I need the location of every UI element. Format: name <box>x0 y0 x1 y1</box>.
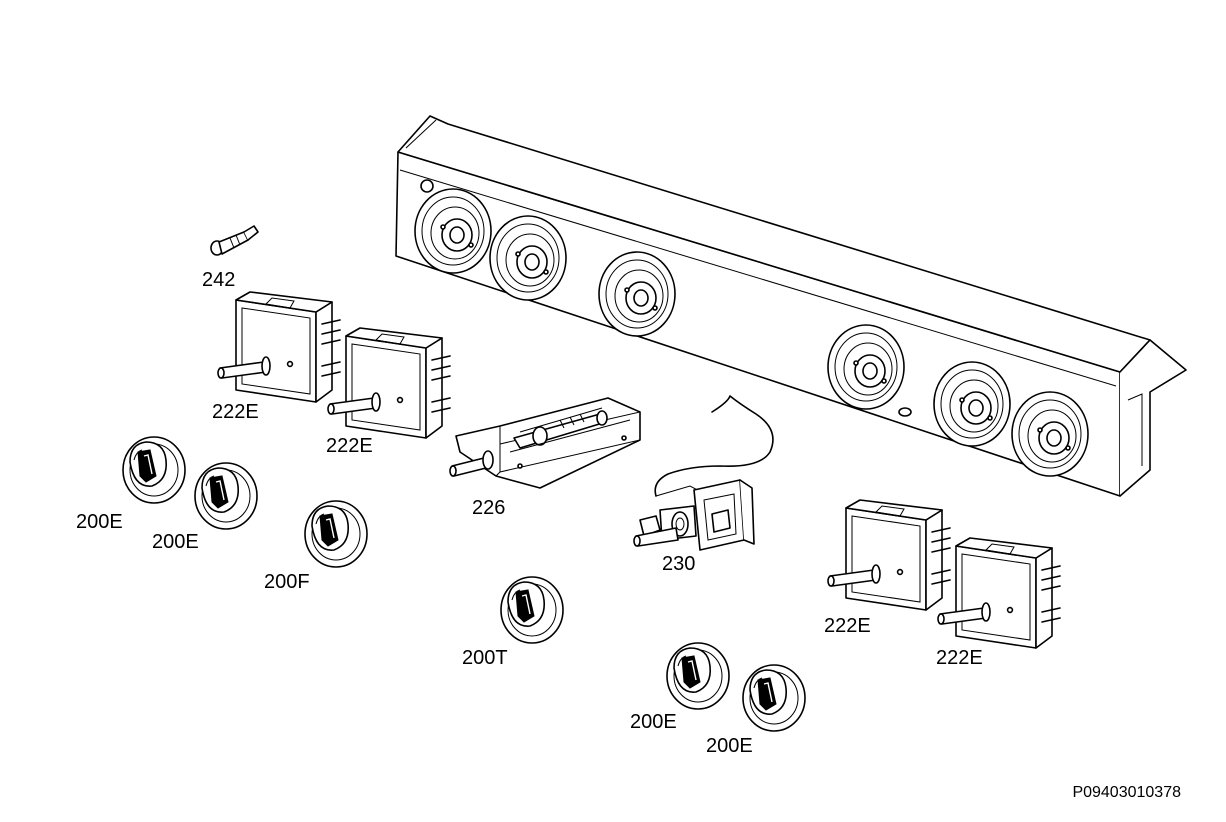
label-switch-2: 222E <box>326 435 373 457</box>
energy-regulator-switch-1 <box>217 291 341 403</box>
label-switch-4: 222E <box>936 647 983 669</box>
energy-regulator-switch-4 <box>937 537 1061 649</box>
label-switch-3: 222E <box>824 615 871 637</box>
label-thermostat: 226 <box>472 497 505 519</box>
control-knob-4 <box>500 576 564 644</box>
control-knob-2 <box>194 462 258 530</box>
label-pilot-switch: 230 <box>662 553 695 575</box>
label-switch-1: 222E <box>212 401 259 423</box>
control-knob-3 <box>304 500 368 568</box>
label-bulb: 242 <box>202 269 235 291</box>
label-knob-3: 200F <box>264 571 310 593</box>
control-panel <box>395 115 1187 497</box>
control-knob-6 <box>742 664 806 732</box>
label-knob-2: 200E <box>152 531 199 553</box>
control-knob-5 <box>666 642 730 710</box>
label-knob-5: 200E <box>630 711 677 733</box>
label-knob-4: 200T <box>462 647 508 669</box>
diagram-reference-code: P09403010378 <box>1072 784 1181 801</box>
thermostat-part <box>449 397 641 489</box>
pilot-switch-part <box>633 395 774 551</box>
label-knob-1: 200E <box>76 511 123 533</box>
label-knob-6: 200E <box>706 735 753 757</box>
energy-regulator-switch-3 <box>827 499 951 611</box>
lamp-bulb-part <box>210 225 259 256</box>
energy-regulator-switch-2 <box>327 327 451 439</box>
control-knob-1 <box>122 436 186 504</box>
